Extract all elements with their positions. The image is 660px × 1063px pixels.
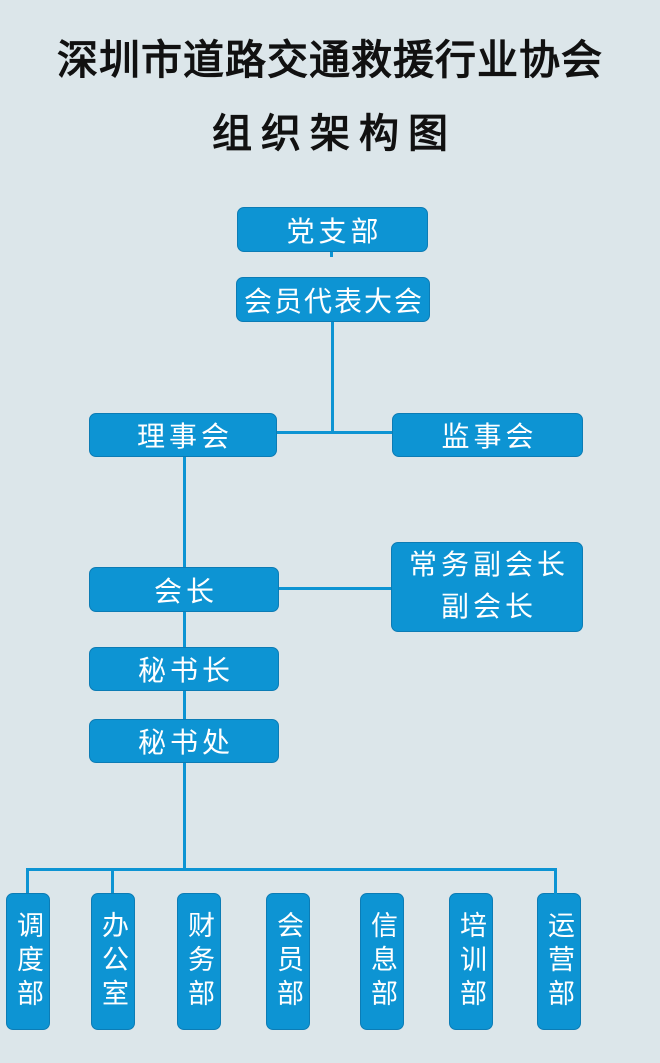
node-secretary-general: 秘书长	[89, 647, 279, 691]
node-party-branch-label: 党支部	[286, 216, 383, 248]
connector-council-supervisory	[277, 431, 392, 434]
connector-departments-bus	[26, 868, 557, 871]
connector-party-stub	[330, 252, 333, 257]
dept-dispatch-label: 调度部	[13, 910, 43, 1013]
dept-box-information: 信息部	[360, 893, 404, 1030]
connector-council-to-president	[183, 457, 186, 567]
node-vice-presidents-line1: 常务副会长	[408, 550, 569, 581]
connector-secretariat-to-depts	[183, 763, 186, 870]
dept-operations-label: 运营部	[544, 910, 574, 1013]
connector-secgen-to-secretariat	[183, 691, 186, 719]
node-council: 理事会	[89, 413, 277, 457]
connector-president-to-secgen	[183, 612, 186, 647]
dept-box-dispatch: 调度部	[6, 893, 50, 1030]
node-president-label: 会长	[153, 576, 218, 608]
page-title: 深圳市道路交通救援行业协会	[57, 37, 603, 83]
connector-stub-office	[111, 868, 114, 893]
node-president: 会长	[89, 567, 279, 612]
node-supervisory-board-label: 监事会	[441, 422, 538, 453]
dept-office-label: 办公室	[98, 910, 128, 1013]
node-secretary-general-label: 秘书长	[137, 656, 234, 687]
connector-stub-operations	[554, 868, 557, 895]
node-member-congress-label: 会员代表大会	[243, 286, 424, 318]
dept-box-membership: 会员部	[266, 893, 310, 1030]
node-secretariat-label: 秘书处	[137, 728, 234, 759]
dept-membership-label: 会员部	[273, 910, 303, 1013]
dept-box-operations: 运营部	[537, 893, 581, 1030]
node-vice-presidents-line2: 副会长	[440, 592, 537, 623]
connector-president-to-vice	[279, 587, 391, 590]
dept-box-training: 培训部	[449, 893, 493, 1030]
node-secretariat: 秘书处	[89, 719, 279, 763]
node-vice-presidents: 常务副会长 副会长	[391, 542, 583, 632]
connector-congress-to-boards	[331, 322, 334, 434]
dept-finance-label: 财务部	[184, 910, 214, 1013]
dept-information-label: 信息部	[367, 910, 397, 1013]
dept-box-office: 办公室	[91, 893, 135, 1030]
dept-box-finance: 财务部	[177, 893, 221, 1030]
node-member-congress: 会员代表大会	[236, 277, 430, 322]
page-subtitle: 组织架构图	[212, 111, 457, 156]
node-supervisory-board: 监事会	[392, 413, 583, 457]
dept-training-label: 培训部	[456, 910, 486, 1013]
node-party-branch: 党支部	[237, 207, 428, 252]
node-council-label: 理事会	[136, 422, 233, 453]
connector-stub-dispatch	[26, 868, 29, 893]
